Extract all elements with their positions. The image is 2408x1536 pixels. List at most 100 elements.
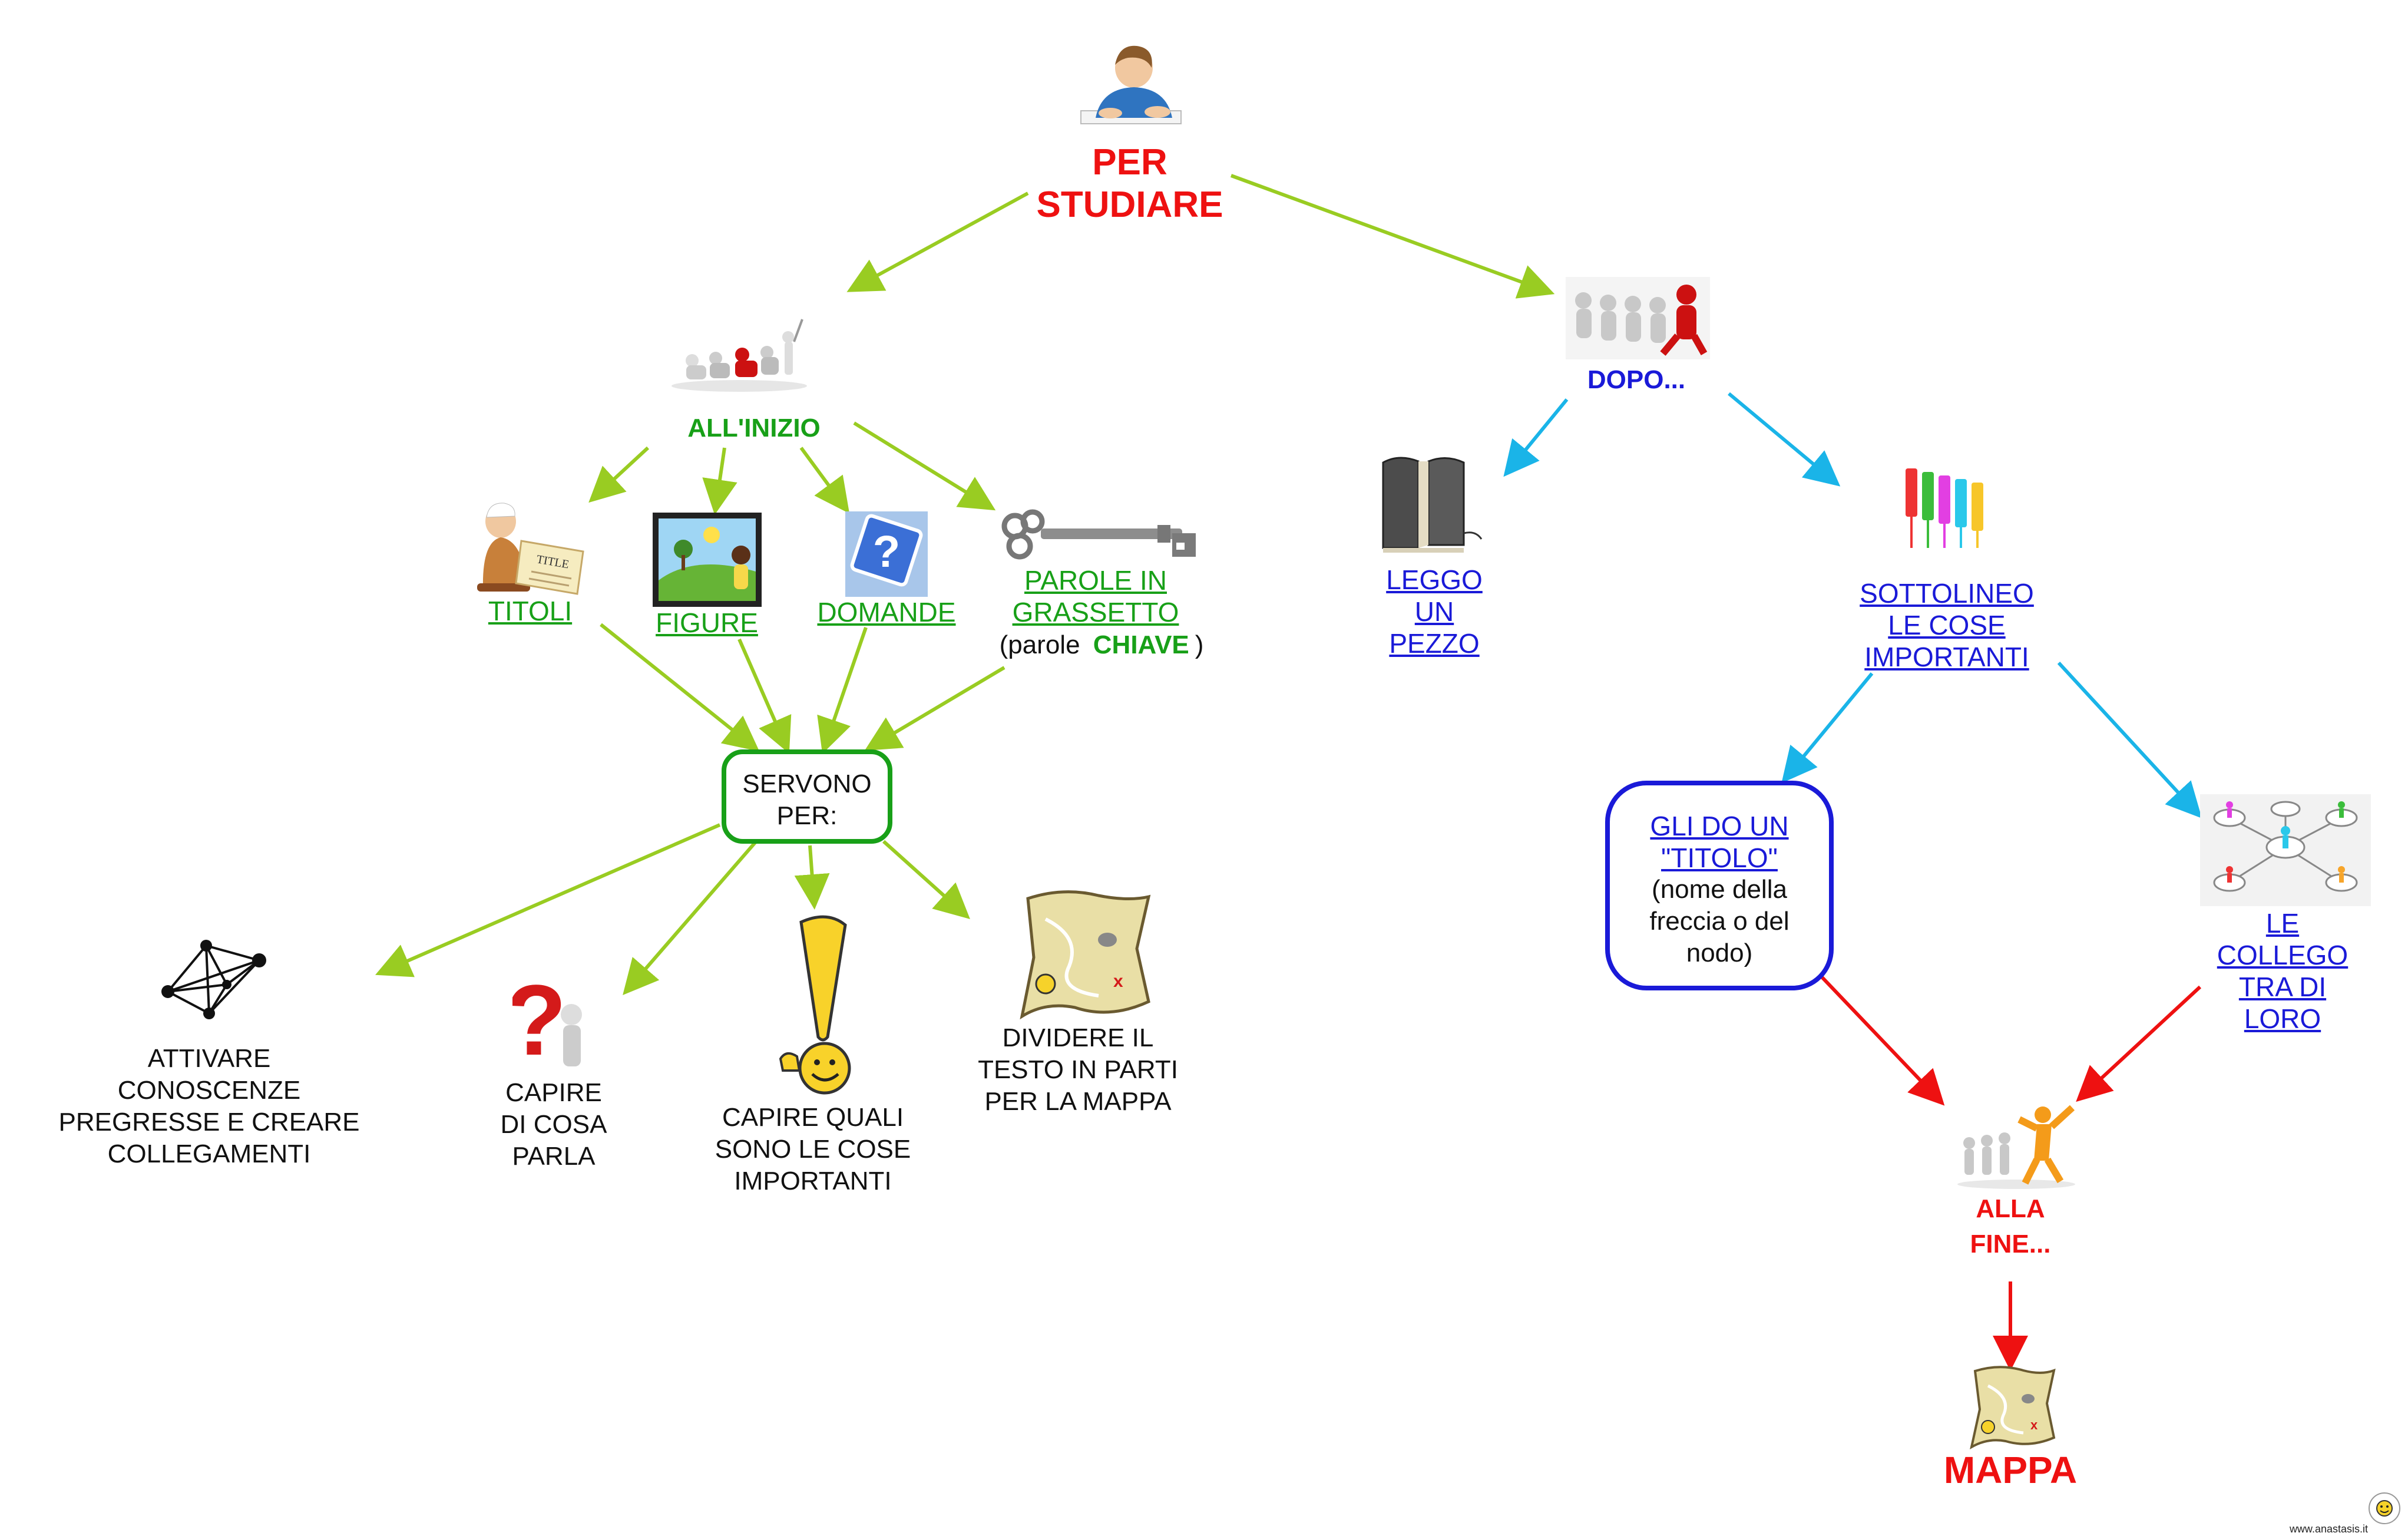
parole-link-line2[interactable]: GRASSETTO (1012, 597, 1179, 627)
attivare-line1: ATTIVARE (147, 1044, 271, 1073)
leggo-link[interactable]: LEGGO UN PEZZO (1349, 564, 1520, 659)
titolo-link-line2[interactable]: "TITOLO" (1661, 843, 1778, 873)
root-title: PER STUDIARE (1012, 141, 1248, 226)
picture-icon (653, 513, 762, 607)
network-icon (150, 928, 280, 1022)
celebrating-runners-icon (1954, 1102, 2078, 1190)
arrow-titolo-to-allafine (1815, 970, 1945, 1106)
question-figure-icon: ? (505, 964, 595, 1076)
arrow-sottolineo-to-titolo (1781, 672, 1874, 784)
mappa-label: MAPPA (1943, 1449, 2078, 1491)
arrow-servono-to-capire-cosa (623, 841, 757, 996)
attivare-text: ATTIVARE CONOSCENZE PREGRESSE E CREARE C… (29, 1043, 389, 1170)
alla-fine-line1: ALLA (1976, 1194, 2045, 1223)
figure-link[interactable]: FIGURE (656, 607, 758, 638)
titolo-note-line3: nodo) (1686, 939, 1753, 967)
scholar-reading-icon: TITLE (465, 495, 595, 598)
parole-note-close: ) (1195, 630, 1204, 659)
titolo-note-line2: freccia o del (1649, 907, 1790, 936)
runners-start-icon (666, 306, 813, 395)
arrow-collego-to-allafine (2076, 985, 2202, 1102)
allinizio-label: ALL'INIZIO (687, 414, 821, 442)
collego-line2[interactable]: COLLEGO (2217, 940, 2349, 970)
small-treasure-map-icon: x (1964, 1362, 2059, 1449)
dividere-text: DIVIDERE IL TESTO IN PARTI PER LA MAPPA (948, 1022, 1208, 1118)
arrow-root-to-dopo (1230, 174, 1555, 299)
svg-text:?: ? (512, 972, 567, 1072)
titolo-link-line1[interactable]: GLI DO UN (1650, 811, 1789, 841)
arrow-dopo-to-sottolineo (1728, 392, 1841, 487)
attivare-line4: COLLEGAMENTI (107, 1139, 311, 1168)
arrow-allinizio-to-parole (853, 421, 996, 511)
titoli-link[interactable]: TITOLI (488, 596, 573, 626)
treasure-map-icon: x (1010, 884, 1157, 1025)
exclamation-smiley-icon (769, 910, 866, 1102)
highlighters-icon (1900, 463, 1997, 551)
capire-quali-line3: IMPORTANTI (734, 1167, 892, 1195)
collego-line1[interactable]: LE (2265, 908, 2300, 939)
arrow-domande-to-servono (817, 627, 868, 754)
parole-link[interactable]: PAROLE IN GRASSETTO (978, 564, 1213, 628)
svg-text:x: x (1113, 972, 1123, 991)
runners-leader-icon (1566, 277, 1710, 359)
servono-line2: PER: (776, 801, 838, 830)
svg-text:?: ? (873, 527, 900, 577)
sottolineo-line2[interactable]: LE COSE (1888, 610, 2006, 640)
parole-note-key: CHIAVE (1093, 630, 1189, 659)
dividere-line3: PER LA MAPPA (984, 1087, 1172, 1116)
dividere-line2: TESTO IN PARTI (978, 1055, 1178, 1084)
arrow-sottolineo-to-collego (2057, 661, 2202, 818)
capire-quali-text: CAPIRE QUALI SONO LE COSE IMPORTANTI (689, 1102, 937, 1197)
alla-fine-label: ALLA FINE... (1922, 1191, 2099, 1262)
mindmap-people-icon (2200, 794, 2371, 906)
arrow-root-to-allinizio (846, 191, 1029, 292)
arrow-allinizio-to-domande (799, 447, 850, 514)
titolo-node: GLI DO UN "TITOLO" (nome della freccia o… (1605, 781, 1834, 990)
capire-cosa-line1: CAPIRE (505, 1078, 602, 1107)
question-mark-box-icon: ? (845, 511, 928, 597)
arrow-dopo-to-leggo (1503, 398, 1569, 477)
arrow-allinizio-to-titoli (588, 446, 650, 503)
root-title-line1: PER (1092, 142, 1167, 183)
attivare-line3: PREGRESSE E CREARE (58, 1108, 360, 1137)
leggo-line2[interactable]: UN (1414, 596, 1454, 627)
leggo-line3[interactable]: PEZZO (1389, 628, 1480, 659)
capire-quali-line1: CAPIRE QUALI (722, 1103, 904, 1132)
parole-link-line1[interactable]: PAROLE IN (1024, 565, 1167, 596)
capire-cosa-text: CAPIRE DI COSA PARLA (459, 1077, 648, 1172)
collego-link[interactable]: LE COLLEGO TRA DI LORO (2191, 907, 2374, 1035)
alla-fine-line2: FINE... (1970, 1230, 2051, 1258)
domande-link[interactable]: DOMANDE (817, 597, 956, 627)
arrow-figure-to-servono (737, 638, 792, 754)
student-writing-icon (1069, 41, 1193, 136)
anastasis-logo (2367, 1491, 2402, 1526)
servono-line1: SERVONO (742, 769, 872, 798)
sottolineo-line3[interactable]: IMPORTANTI (1864, 642, 2029, 672)
titolo-note-line1: (nome della (1652, 875, 1787, 904)
arrow-servono-to-attivare (375, 823, 721, 977)
capire-cosa-line2: DI COSA (500, 1110, 607, 1139)
dopo-label: DOPO... (1587, 365, 1686, 394)
parole-chiave-note: (parole CHIAVE) (984, 629, 1219, 661)
arrow-servono-to-dividere (882, 840, 970, 920)
arrow-parole-to-servono (864, 666, 1005, 751)
collego-line4[interactable]: LORO (2244, 1003, 2321, 1034)
parole-note-open: (parole (999, 630, 1080, 659)
svg-text:x: x (2030, 1418, 2038, 1432)
attivare-line2: CONOSCENZE (117, 1076, 301, 1105)
capire-quali-line2: SONO LE COSE (715, 1135, 911, 1164)
arrow-allinizio-to-figure (702, 447, 737, 515)
root-title-line2: STUDIARE (1036, 184, 1223, 225)
key-icon (998, 504, 1202, 569)
servono-per-node: SERVONO PER: (722, 749, 892, 844)
arrow-titoli-to-servono (600, 623, 760, 752)
footer-site[interactable]: www.anastasis.it (2289, 1523, 2368, 1535)
collego-line3[interactable]: TRA DI (2238, 972, 2327, 1002)
dividere-line1: DIVIDERE IL (1002, 1023, 1154, 1052)
sottolineo-line1[interactable]: SOTTOLINEO (1860, 578, 2034, 609)
speakers-icon (1372, 451, 1490, 560)
leggo-line1[interactable]: LEGGO (1386, 564, 1483, 595)
arrow-servono-to-capire-quali (794, 845, 830, 910)
sottolineo-link[interactable]: SOTTOLINEO LE COSE IMPORTANTI (1826, 577, 2068, 673)
